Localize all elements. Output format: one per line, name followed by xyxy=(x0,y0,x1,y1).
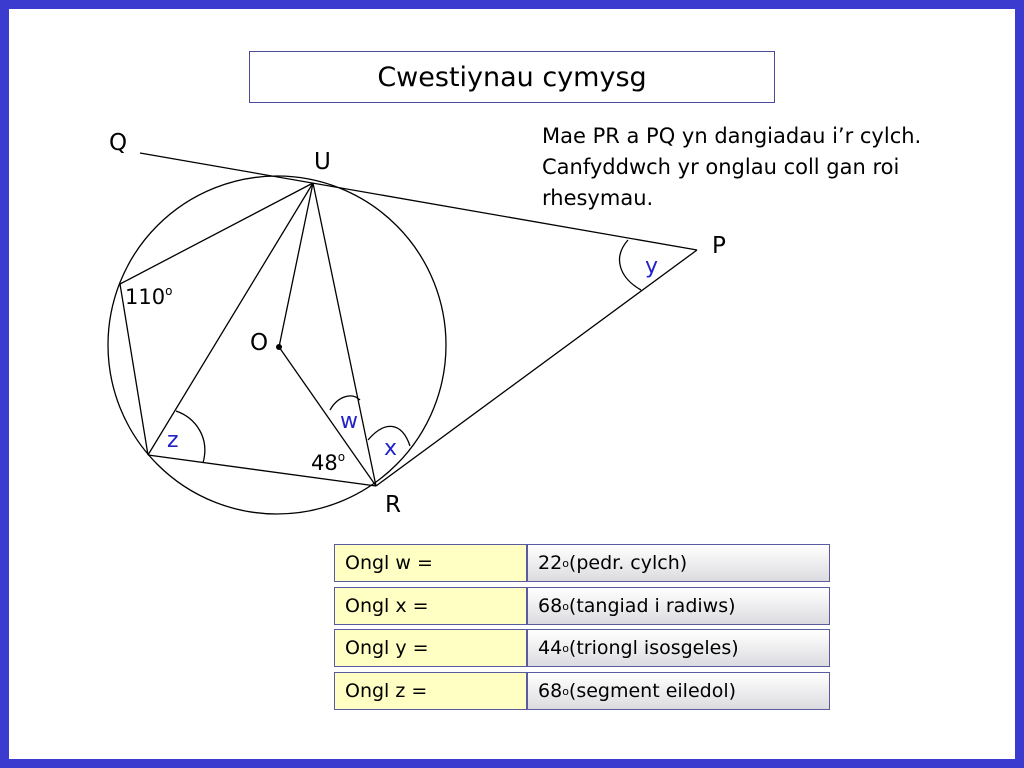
unknown-x: x xyxy=(384,436,397,461)
answer-label: Ongl z = xyxy=(335,673,528,709)
arc-y xyxy=(618,239,642,291)
label-r: R xyxy=(385,492,401,518)
chord-u-r xyxy=(312,182,377,487)
tangent-pq xyxy=(139,152,698,251)
question-text: Mae PR a PQ yn dangiadau i’r cylch. Canf… xyxy=(542,124,922,210)
chord-bottom-r xyxy=(147,454,377,487)
page-title: Cwestiynau cymysg xyxy=(377,61,647,93)
answer-label: Ongl x = xyxy=(335,588,528,624)
label-o: O xyxy=(250,330,268,356)
answer-label: Ongl w = xyxy=(335,545,528,581)
arc-w xyxy=(329,395,361,411)
circle xyxy=(107,175,447,515)
chord-bottom-u xyxy=(147,182,314,456)
arc-z xyxy=(175,410,206,464)
chord-left-bottom xyxy=(119,283,149,456)
chord-u-left xyxy=(119,182,314,285)
tangent-pr xyxy=(375,249,698,487)
centre-dot xyxy=(276,344,282,350)
title-box: Cwestiynau cymysg xyxy=(249,51,775,103)
radius-ou xyxy=(278,182,314,348)
label-u: U xyxy=(314,149,331,175)
angle-110: 110o xyxy=(125,284,172,309)
label-q: Q xyxy=(109,130,127,156)
unknown-w: w xyxy=(340,409,358,434)
label-p: P xyxy=(712,233,726,259)
unknown-y: y xyxy=(645,254,658,279)
answer-label: Ongl y = xyxy=(335,630,528,666)
radius-or xyxy=(278,346,377,487)
angle-48: 48o xyxy=(311,450,345,475)
slide: Q U P O R 110o 48o y z w x Cwestiynau cy… xyxy=(9,9,1015,759)
arc-x xyxy=(367,425,411,447)
unknown-z: z xyxy=(167,428,179,453)
